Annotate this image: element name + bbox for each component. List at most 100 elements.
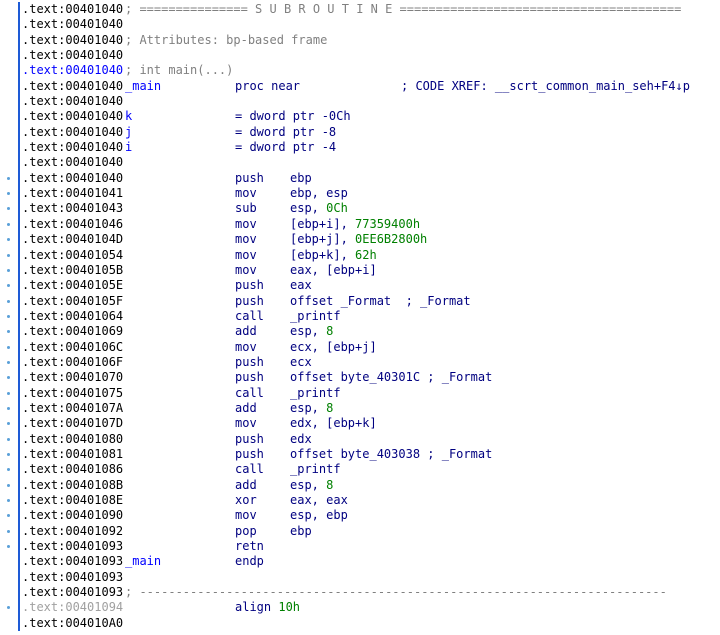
mnemonic[interactable]: mov [235,247,257,262]
address[interactable]: .text:0040105E [22,278,124,293]
address[interactable]: .text:00401040 [22,2,124,16]
gutter[interactable] [0,508,20,524]
address[interactable]: .text:00401040 [22,94,124,109]
address[interactable]: .text:00401070 [22,370,124,385]
immediate-value[interactable]: 0EE6B2800h [355,232,428,247]
label[interactable]: _main [125,554,162,569]
operands[interactable]: esp, 8 [290,324,334,339]
mnemonic[interactable]: add [235,400,257,415]
breakpoint-dot-icon[interactable] [7,330,10,334]
listing-line[interactable]: .text:00401090 mov esp, ebp [0,508,720,524]
mnemonic[interactable]: mov [235,186,257,201]
gutter[interactable] [0,446,20,463]
mnemonic[interactable]: call [235,385,264,400]
mnemonic[interactable]: align 10h [235,600,301,615]
breakpoint-dot-icon[interactable] [7,222,10,226]
operands[interactable]: [ebp+i], 77359400h [290,216,421,231]
gutter[interactable] [0,201,20,217]
address[interactable]: .text:00401093 [22,554,124,569]
gutter[interactable] [0,308,20,325]
operands[interactable]: ecx [290,354,312,369]
mnemonic[interactable]: mov [235,339,257,354]
mnemonic[interactable]: endp [235,554,264,569]
gutter[interactable] [0,585,20,601]
address[interactable]: .text:00401090 [22,508,124,523]
breakpoint-dot-icon[interactable] [7,452,10,456]
breakpoint-dot-icon[interactable] [7,483,10,487]
mnemonic[interactable]: mov [235,508,257,523]
address[interactable]: .text:00401093 [22,539,124,554]
gutter[interactable] [0,339,20,355]
address[interactable]: .text:00401093 [22,569,124,584]
breakpoint-dot-icon[interactable] [7,238,10,242]
address[interactable]: .text:0040105F [22,293,124,308]
address[interactable]: .text:0040106F [22,354,124,369]
mnemonic[interactable]: mov [235,232,257,247]
operands[interactable]: offset byte_40301C ; _Format [290,370,493,385]
breakpoint-dot-icon[interactable] [7,284,10,288]
mnemonic[interactable]: add [235,324,257,339]
breakpoint-dot-icon[interactable] [7,268,10,272]
mnemonic[interactable]: push [235,431,264,446]
listing-line[interactable]: .text:00401040 [0,94,720,110]
gutter[interactable] [0,232,20,248]
listing-line[interactable]: .text:00401093; ------------------------… [0,585,720,601]
mnemonic[interactable]: = dword ptr -4 [235,140,337,155]
breakpoint-dot-icon[interactable] [7,468,10,472]
address[interactable]: .text:00401041 [22,186,124,201]
breakpoint-dot-icon[interactable] [7,406,10,410]
breakpoint-dot-icon[interactable] [7,345,10,349]
mnemonic[interactable]: sub [235,201,257,216]
address[interactable]: .text:0040108E [22,493,124,507]
listing-line[interactable]: .text:004010A0 [0,615,720,632]
address[interactable]: .text:0040106C [22,339,124,354]
address[interactable]: .text:00401040 [22,32,124,47]
mnemonic[interactable]: mov [235,262,257,277]
gutter[interactable] [0,539,20,555]
listing-line[interactable]: .text:0040107A add esp, 8 [0,400,720,417]
mnemonic[interactable]: = dword ptr -8 [235,124,337,139]
operands[interactable]: esp, 8 [290,400,334,415]
gutter[interactable] [0,48,20,64]
address[interactable]: .text:00401040 [22,140,124,155]
mnemonic[interactable]: mov [235,416,257,431]
breakpoint-dot-icon[interactable] [7,376,10,380]
address[interactable]: .text:00401086 [22,462,124,477]
address[interactable]: .text:00401046 [22,216,124,231]
gutter[interactable] [0,370,20,386]
mnemonic[interactable]: push [235,293,264,308]
gutter[interactable] [0,400,20,417]
address[interactable]: .text:00401093 [22,585,124,600]
address[interactable]: .text:0040105B [22,262,124,277]
breakpoint-dot-icon[interactable] [7,192,10,196]
gutter[interactable] [0,186,20,202]
address[interactable]: .text:0040107A [22,400,124,415]
address[interactable]: .text:00401043 [22,201,124,216]
breakpoint-dot-icon[interactable] [7,514,10,518]
gutter[interactable] [0,523,20,540]
listing-line[interactable]: .text:00401093_main endp [0,554,720,570]
operands[interactable]: ebp [290,523,312,538]
operands[interactable]: edx [290,431,312,446]
gutter[interactable] [0,94,20,110]
gutter[interactable] [0,554,20,570]
breakpoint-dot-icon[interactable] [7,422,10,426]
operands[interactable]: ecx, [ebp+j] [290,339,377,354]
gutter[interactable] [0,293,20,309]
gutter[interactable] [0,462,20,478]
breakpoint-dot-icon[interactable] [7,437,10,441]
operands[interactable]: offset byte_403038 ; _Format [290,446,493,461]
breakpoint-dot-icon[interactable] [7,391,10,395]
operands[interactable]: esp, ebp [290,508,348,523]
